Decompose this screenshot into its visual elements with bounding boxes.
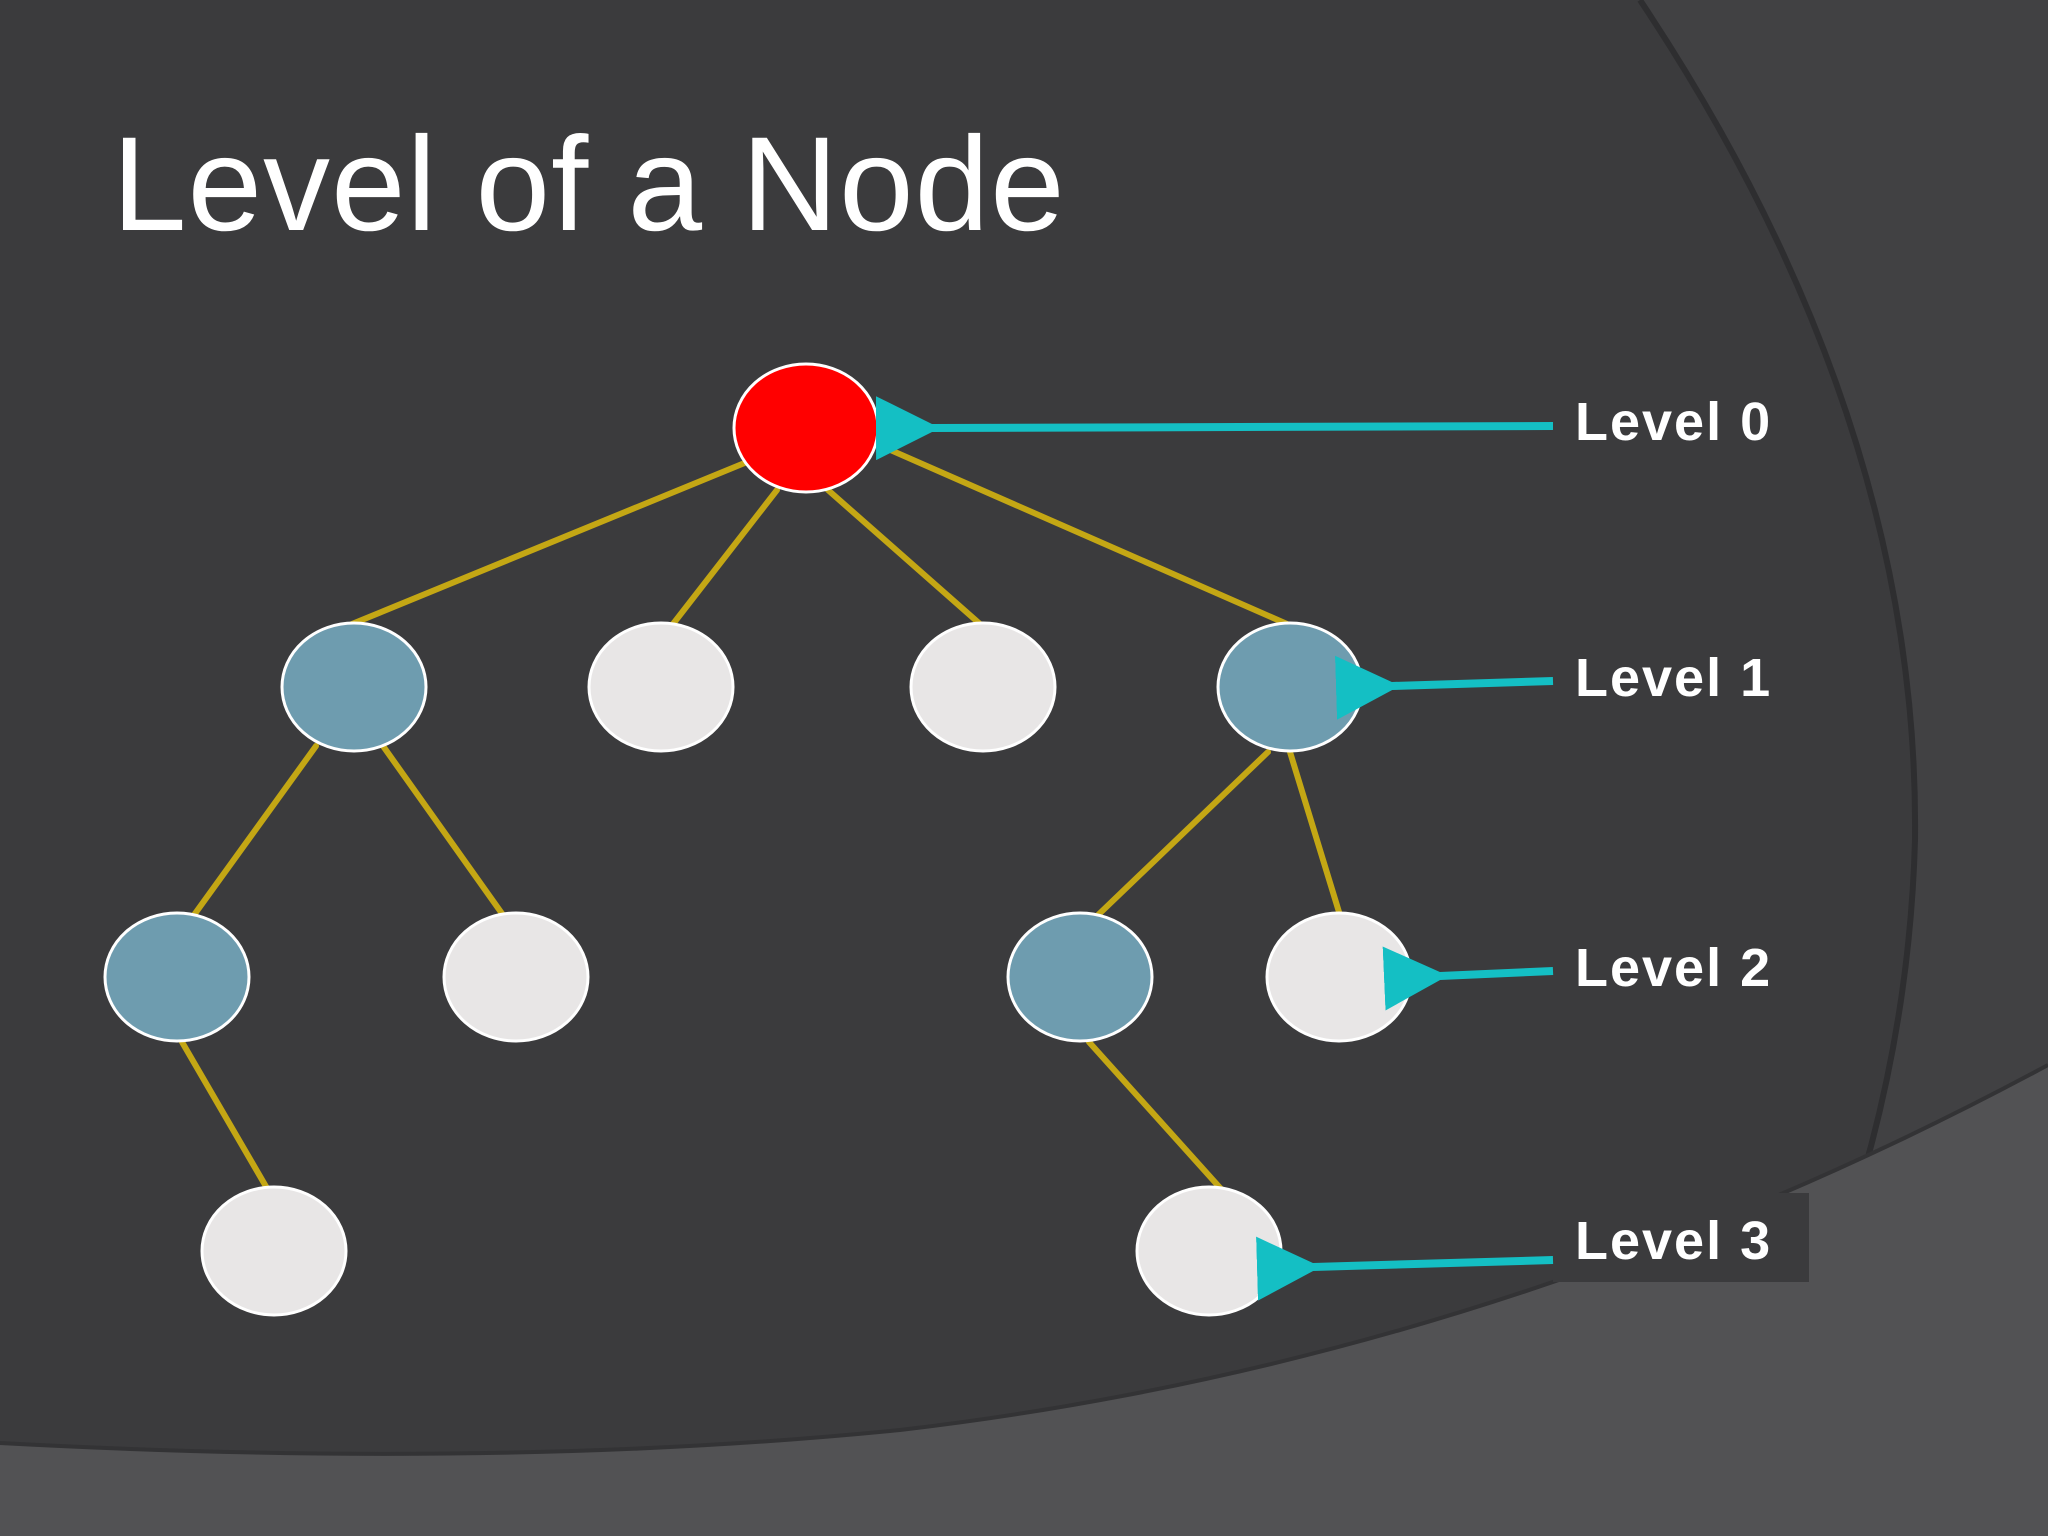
edge-l1d-to-l2d: [1287, 749, 1342, 915]
edge-l2a-to-l3a: [179, 1039, 271, 1193]
internal-node: [103, 911, 251, 1043]
level-1-arrow: [1335, 655, 1554, 720]
leaf-node: [1265, 911, 1413, 1043]
level-1-label: Level 1: [1575, 648, 1773, 708]
leaf-node: [1135, 1185, 1283, 1317]
internal-node: [1216, 621, 1364, 753]
level-3-label-box: [1553, 1193, 1809, 1282]
slide-title: Level of a Node: [112, 110, 1066, 259]
level-3-arrow: [1256, 1236, 1554, 1301]
edge-root-to-l1d: [876, 442, 1290, 627]
leaf-node: [587, 621, 735, 753]
leaf-node: [200, 1185, 348, 1317]
tree-edges: [179, 442, 1342, 1193]
level-2-label: Level 2: [1575, 938, 1773, 998]
edge-l1a-to-l2b: [380, 743, 506, 918]
level-0-arrow: [875, 396, 1554, 461]
edge-l2c-to-l3b: [1086, 1039, 1225, 1193]
edge-root-to-l1a: [349, 459, 750, 627]
edge-l1d-to-l2c: [1095, 749, 1271, 918]
background-bottom-swoosh: [0, 1065, 2048, 1536]
level-3-label: Level 3: [1575, 1211, 1773, 1271]
leaf-node: [909, 621, 1057, 753]
internal-node: [1006, 911, 1154, 1043]
level-0-label: Level 0: [1575, 392, 1773, 452]
level-arrows: [875, 396, 1554, 1301]
level-2-arrow: [1382, 946, 1554, 1011]
edge-root-to-l1b: [670, 487, 780, 627]
leaf-node: [442, 911, 590, 1043]
internal-node: [280, 621, 428, 753]
edge-root-to-l1c: [825, 487, 983, 627]
root-node: [732, 362, 880, 494]
edge-l1a-to-l2a: [191, 743, 319, 918]
tree-nodes: [103, 362, 1413, 1317]
